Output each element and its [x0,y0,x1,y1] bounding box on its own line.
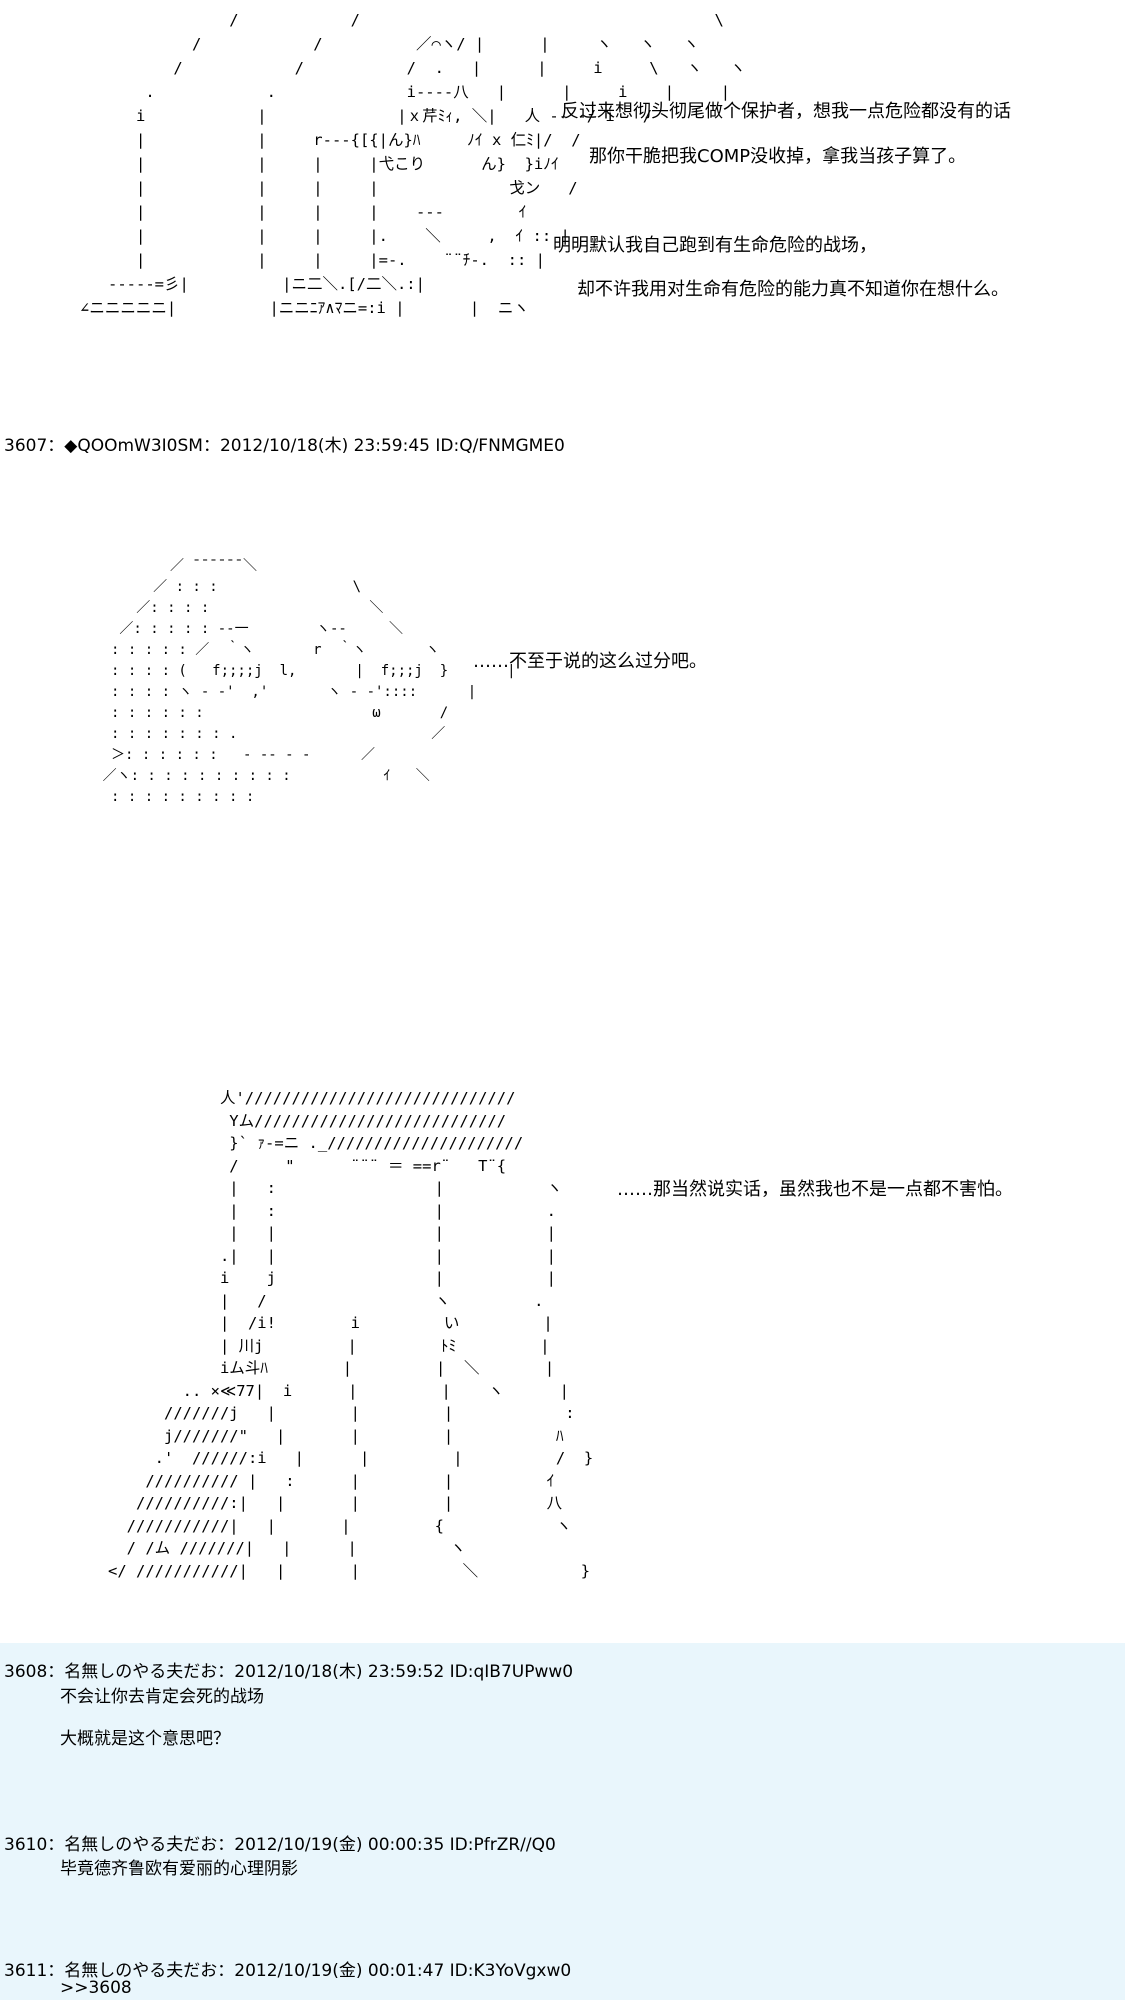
dialogue-line-6: ……那当然说实话，虽然我也不是一点都不害怕。 [617,1179,1013,1200]
reply-header-3608: 3608：名無しのやる夫だお：2012/10/18(木) 23:59:52 ID… [4,1662,574,1682]
reply-text-3610-1: 毕竟德齐鲁欧有爱丽的心理阴影 [60,1859,298,1879]
dialogue-line-2: 那你干脆把我COMP没收掉，拿我当孩子算了。 [589,146,967,167]
reply-text-3608-1: 不会让你去肯定会死的战场 [60,1687,264,1707]
dialogue-line-5: ……不至于说的这么过分吧。 [473,651,707,672]
reply-header-3610: 3610：名無しのやる夫だお：2012/10/19(金) 00:00:35 ID… [4,1835,556,1855]
ascii-art-figure: 人'///////////////////////////// Yム//////… [107,1089,594,1580]
reply-header-3611: 3611：名無しのやる夫だお：2012/10/19(金) 00:01:47 ID… [4,1961,572,1981]
dialogue-line-1: 反过来想彻头彻尾做个保护者，想我一点危险都没有的话 [561,101,1011,122]
reply-text-3608-2: 大概就是这个意思吧？ [60,1729,230,1749]
ascii-art-girl-side: / / \ / / ／⌒ヽ/ | | ヽ ヽ ヽ / / / . | | i \… [79,11,746,317]
dialogue-line-3: 明明默认我自己跑到有生命危险的战场， [553,235,877,256]
reply-link-3611[interactable]: >>3608 [60,1978,132,1998]
ascii-art-face: ／ ̄ ̄ ̄ ̄ ̄ ̄ ＼ ／ : : : \ ／: : : : ＼ ／: … [102,558,516,805]
replies-section: 3608：名無しのやる夫だお：2012/10/18(木) 23:59:52 ID… [0,1643,1125,2000]
post-header-3607: 3607：◆QOOmW3I0SM：2012/10/18(木) 23:59:45 … [4,436,565,456]
dialogue-line-4: 却不许我用对生命有危险的能力真不知道你在想什么。 [577,279,1009,300]
